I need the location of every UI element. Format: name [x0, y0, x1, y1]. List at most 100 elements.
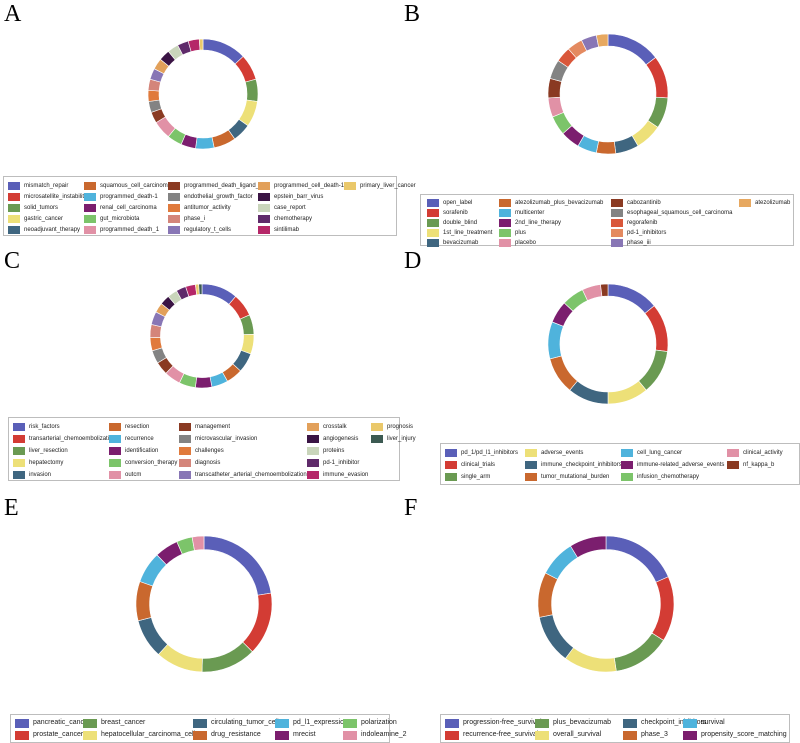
legend-item-recurrence-free-survival: recurrence-free_survival [445, 730, 538, 740]
legend-item-microvascular-invasion: microvascular_invasion [179, 434, 257, 444]
legend-label: atezolizumab [755, 200, 791, 206]
legend-swatch [83, 718, 97, 728]
legend-swatch [445, 473, 457, 481]
legend-item-circulating-tumor-cells: circulating_tumor_cells [193, 718, 282, 728]
legend-item-sintilimab: sintilimab [258, 225, 299, 235]
legend-swatch [621, 461, 633, 469]
legend-label: gastric_cancer [24, 216, 64, 222]
donut-slice-cabozantinib [547, 78, 563, 99]
legend-swatch [427, 229, 439, 237]
legend-swatch [179, 423, 191, 431]
donut-slice-mismatch-repair [202, 38, 244, 65]
legend-item-case-report: case_report [258, 203, 306, 213]
legend-item-programmed-death-1: programmed_death-1 [84, 192, 158, 202]
legend-label: atezolizumab_plus_bevacizumab [515, 200, 604, 206]
legend-swatch [168, 193, 180, 201]
legend-swatch [525, 461, 537, 469]
legend-item-mrecist: mrecist [275, 730, 316, 740]
legend-swatch [109, 447, 121, 455]
legend-label: overall_survival [553, 731, 602, 738]
legend-swatch [13, 423, 25, 431]
legend-swatch [13, 459, 25, 467]
legend-swatch [343, 730, 357, 740]
legend-item-pd-l1-expression: pd_l1_expression [275, 718, 348, 728]
legend-swatch [307, 471, 319, 479]
legend-item-programmed-death-ligand-1: programmed_death_ligand_1 [168, 181, 262, 191]
legend-swatch [683, 730, 697, 740]
legend-label: invasion [29, 472, 52, 478]
legend-item-gastric-cancer: gastric_cancer [8, 214, 63, 224]
legend-swatch [344, 182, 356, 190]
legend-label: proteins [323, 448, 345, 454]
panel-e-letter: E [4, 495, 19, 521]
donut-slice-phase-3 [537, 572, 558, 618]
donut-slice-programmed-death-1 [195, 136, 215, 150]
legend-item-nf-kappa-b: nf_kappa_b [727, 460, 774, 470]
donut-slice-liver-resection [239, 314, 255, 335]
legend-label: gut_microbiota [100, 216, 140, 222]
legend-item-drug-resistance: drug_resistance [193, 730, 261, 740]
donut-slice-checkpoint-inhibitors [538, 614, 574, 659]
legend-label: transcatheter_arterial_chemoembolization [195, 472, 307, 478]
panel-e-donut [135, 535, 273, 673]
legend-label: resection [125, 424, 150, 430]
donut-slice-breast-cancer [201, 641, 253, 673]
legend-item-overall-survival: overall_survival [535, 730, 601, 740]
legend-swatch [499, 199, 511, 207]
legend-label: hepatocellular_carcinoma_cells [101, 731, 199, 738]
legend-swatch [343, 718, 357, 728]
donut-slice-hepatocellular-carcinoma-cells [158, 643, 203, 673]
legend-item-phase-3: phase_3 [623, 730, 668, 740]
legend-swatch [193, 730, 207, 740]
legend-item-plus-bevacizumab: plus_bevacizumab [535, 718, 611, 728]
legend-label: programmed_cell_death-1 [274, 183, 345, 189]
donut-slice-cell-lung-cancer [547, 321, 564, 360]
legend-item-transarterial-chemoembolization: transarterial_chemoembolization [13, 434, 116, 444]
legend-item-breast-cancer: breast_cancer [83, 718, 145, 728]
donut-slice-tumor-mutational-burden [549, 355, 578, 391]
legend-item-survival: survival [683, 718, 725, 728]
legend-item-propensity-score-matching: propensity_score_matching [683, 730, 787, 740]
legend-label: outcm [125, 472, 142, 478]
legend-swatch [307, 423, 319, 431]
legend-item-gut-microbiota: gut_microbiota [84, 214, 139, 224]
legend-label: tumor_mutational_burden [541, 474, 610, 480]
legend-swatch [13, 447, 25, 455]
legend-swatch [727, 461, 739, 469]
legend-swatch [621, 449, 633, 457]
legend-swatch [109, 423, 121, 431]
legend-item-diagnosis: diagnosis [179, 458, 220, 468]
donut-slice-antitumor-activity [147, 89, 160, 102]
legend-label: cell_lung_cancer [637, 450, 683, 456]
legend-swatch [427, 209, 439, 217]
donut-slice-open-label [607, 33, 657, 66]
legend-item-single-arm: single_arm [445, 472, 490, 482]
panel-f-donut [537, 535, 675, 673]
legend-swatch [179, 459, 191, 467]
donut-slice-recurrence-free-survival [651, 576, 675, 641]
legend-swatch [275, 730, 289, 740]
donut-slice-adverse-events [607, 380, 647, 405]
legend-swatch [168, 182, 180, 190]
legend-label: adverse_events [541, 450, 584, 456]
legend-item-hepatocellular-carcinoma-cells: hepatocellular_carcinoma_cells [83, 730, 199, 740]
legend-label: circulating_tumor_cells [211, 719, 283, 726]
legend-swatch [371, 423, 383, 431]
legend-swatch [445, 718, 459, 728]
legend-swatch [84, 193, 96, 201]
legend-swatch [168, 226, 180, 234]
legend-item-atezolizumab-plus-bevacizumab: atezolizumab_plus_bevacizumab [499, 198, 603, 208]
panel-d-donut [547, 283, 669, 405]
legend-item-crosstalk: crosstalk [307, 422, 347, 432]
legend-swatch [535, 718, 549, 728]
legend-label: sintilimab [274, 227, 300, 233]
donut-slice-primary-liver-cancer [198, 38, 204, 51]
legend-item-atezolizumab: atezolizumab [739, 198, 790, 208]
legend-swatch [8, 204, 20, 212]
legend-item-hepatectomy: hepatectomy [13, 458, 63, 468]
